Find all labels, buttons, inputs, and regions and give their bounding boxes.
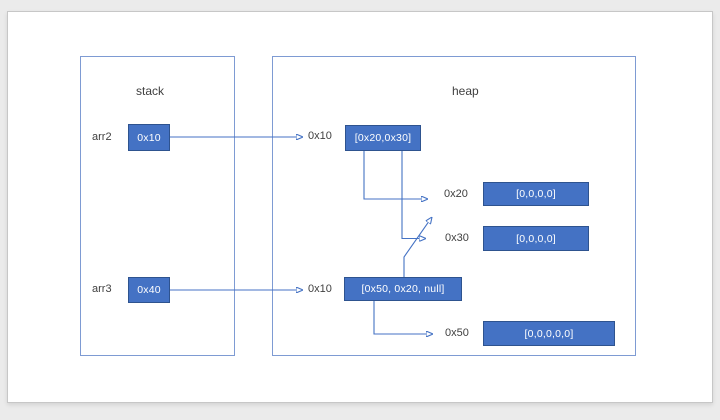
stack-title: stack <box>136 84 165 98</box>
stack-var-label-arr3: arr3 <box>92 283 112 295</box>
stack-var-label-arr2: arr2 <box>92 131 112 143</box>
heap-title: heap <box>452 84 479 98</box>
heap-address-label-0x20: 0x20 <box>444 188 468 200</box>
stack-region-box <box>80 56 235 356</box>
heap-address-label-0x10-bottom: 0x10 <box>308 283 332 295</box>
heap-value-box-0x30: [0,0,0,0] <box>483 226 589 251</box>
heap-value-box-0x10-bottom: [0x50, 0x20, null] <box>344 277 462 301</box>
heap-value-box-0x50: [0,0,0,0,0] <box>483 321 615 346</box>
heap-value-box-0x10-top: [0x20,0x30] <box>345 125 421 151</box>
stack-var-value-box-arr2: 0x10 <box>128 124 170 151</box>
heap-address-label-0x10-top: 0x10 <box>308 130 332 142</box>
heap-address-label-0x30: 0x30 <box>445 232 469 244</box>
stack-var-value-box-arr3: 0x40 <box>128 277 170 303</box>
heap-value-box-0x20: [0,0,0,0] <box>483 182 589 206</box>
heap-address-label-0x50: 0x50 <box>445 327 469 339</box>
heap-region-box <box>272 56 636 356</box>
